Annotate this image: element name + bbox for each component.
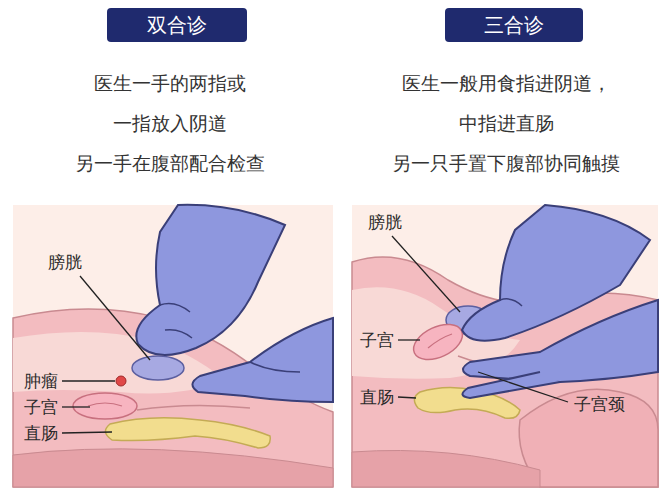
- leader-line: [478, 372, 568, 402]
- anatomy-label: 子宫: [22, 397, 60, 417]
- uterus: [408, 317, 468, 366]
- anatomy-label: 直肠: [358, 387, 396, 407]
- title-box: 三合诊: [445, 8, 583, 42]
- sacrum-band: [352, 450, 540, 487]
- leader-line: [398, 397, 416, 398]
- leader-line: [392, 236, 460, 312]
- glove-fold: [250, 362, 300, 372]
- glove-fold: [160, 304, 192, 338]
- leader-line: [80, 276, 150, 360]
- panel-ground: [352, 205, 658, 487]
- leader-line: [398, 339, 420, 340]
- description: 医生一手的两指或 一指放入阴道 另一手在腹部配合检查: [50, 63, 290, 183]
- vaginal-hand: [463, 300, 658, 382]
- leader-line: [62, 432, 112, 433]
- anatomy-label: 膀胱: [366, 212, 404, 232]
- vaginal-hand: [192, 318, 333, 402]
- abdominal-hand: [136, 205, 285, 355]
- uterus: [73, 393, 137, 419]
- vagina: [137, 405, 250, 410]
- anatomy-label: 肿瘤: [22, 371, 60, 391]
- panel-ground: [13, 205, 333, 487]
- title-box: 双合诊: [107, 8, 247, 42]
- title-text: 双合诊: [147, 12, 207, 39]
- sacrum-band: [13, 449, 333, 487]
- anatomy-label: 膀胱: [46, 252, 84, 272]
- leader-line: [62, 406, 90, 407]
- glove-fold: [500, 299, 522, 306]
- leader-line: [62, 380, 115, 381]
- rectum: [105, 418, 270, 448]
- bladder: [132, 356, 184, 380]
- anatomy-label: 直肠: [22, 423, 60, 443]
- anatomy-label: 子宫: [358, 330, 396, 350]
- title-text: 三合诊: [484, 12, 544, 39]
- uterus-cavity: [88, 403, 122, 406]
- anatomy-label: 子宫颈: [572, 394, 627, 414]
- tumor: [116, 376, 126, 386]
- description: 医生一般用食指进阴道， 中指进直肠 另一只手置下腹部协同触摸: [370, 63, 642, 183]
- uterus-cavity: [428, 334, 452, 348]
